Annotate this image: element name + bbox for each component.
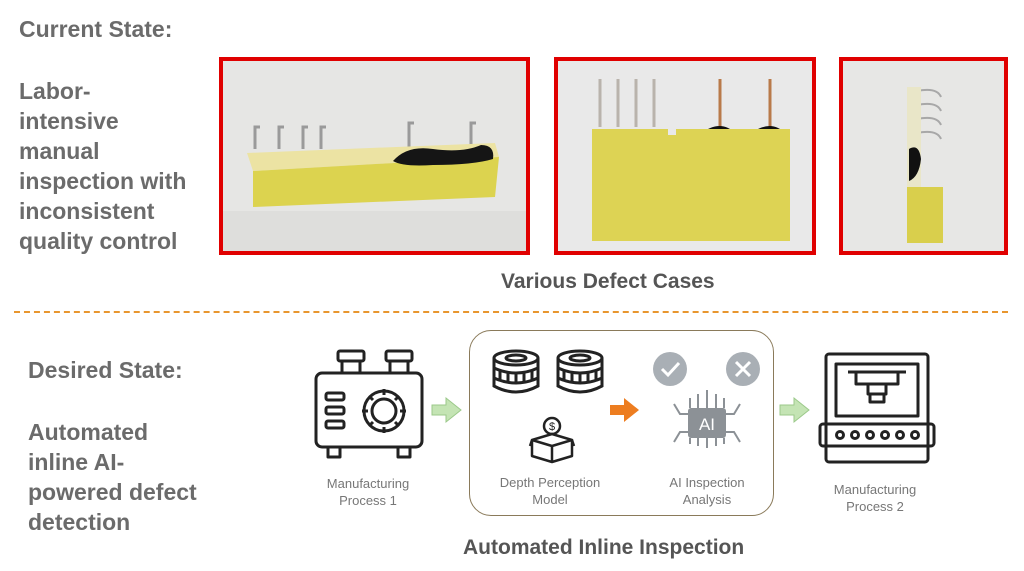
description-line: detection	[28, 509, 131, 535]
description-line: inconsistent	[19, 198, 155, 224]
description-line: inline AI-	[28, 449, 125, 475]
current-state-heading: Current State:	[19, 16, 173, 42]
process-1-label-line: Process 1	[339, 493, 397, 508]
x-circle-icon	[726, 352, 760, 386]
press-machine-icon	[818, 352, 936, 464]
description-line: quality control	[19, 228, 178, 254]
defect-photo-3-image	[843, 61, 1004, 251]
defect-photo-3	[839, 57, 1008, 255]
depth-model-label: Depth Perception Model	[490, 474, 610, 508]
section-divider	[14, 311, 1008, 313]
current-state-description: Labor- intensive manual inspection with …	[19, 76, 186, 256]
camera-lens-icon	[556, 349, 604, 394]
process-1-label-line: Manufacturing	[326, 476, 410, 491]
ai-chip-icon: AI	[673, 390, 741, 448]
arrow-right-icon	[610, 398, 639, 422]
process-1-label: Manufacturing Process 1	[318, 475, 418, 509]
ai-analysis-label: AI Inspection Analysis	[652, 474, 762, 508]
defect-photo-2	[554, 57, 816, 255]
description-line: Automated	[28, 419, 149, 445]
ai-analysis-label-line: Analysis	[682, 492, 732, 507]
camera-lens-icon	[492, 349, 540, 394]
arrow-right-icon	[779, 396, 810, 424]
check-circle-icon	[653, 352, 687, 386]
depth-model-label-line: Depth Perception	[499, 475, 601, 490]
description-line: powered defect	[28, 479, 197, 505]
process-2-label-line: Manufacturing	[833, 482, 917, 497]
desired-state-description: Automated inline AI- powered defect dete…	[28, 417, 197, 537]
process-2-label-line: Process 2	[846, 499, 904, 514]
svg-text:$: $	[549, 421, 555, 433]
ai-analysis-label-line: AI Inspection	[669, 475, 745, 490]
defect-photo-2-image	[558, 61, 812, 251]
description-line: manual	[19, 138, 100, 164]
description-line: intensive	[19, 108, 119, 134]
defect-photo-1	[219, 57, 530, 255]
process-2-label: Manufacturing Process 2	[825, 481, 925, 515]
depth-model-label-line: Model	[532, 492, 568, 507]
arrow-right-icon	[431, 396, 462, 424]
description-line: Labor-	[19, 78, 91, 104]
description-line: inspection with	[19, 168, 187, 194]
inline-inspection-caption: Automated Inline Inspection	[463, 536, 745, 559]
machine-gear-icon	[314, 349, 424, 459]
desired-state-heading: Desired State:	[28, 357, 183, 383]
defect-cases-caption: Various Defect Cases	[501, 270, 715, 293]
defect-photo-1-image	[223, 61, 526, 251]
ai-chip-text: AI	[699, 415, 715, 434]
inspection-box	[469, 330, 774, 516]
money-box-icon: $	[528, 416, 576, 464]
